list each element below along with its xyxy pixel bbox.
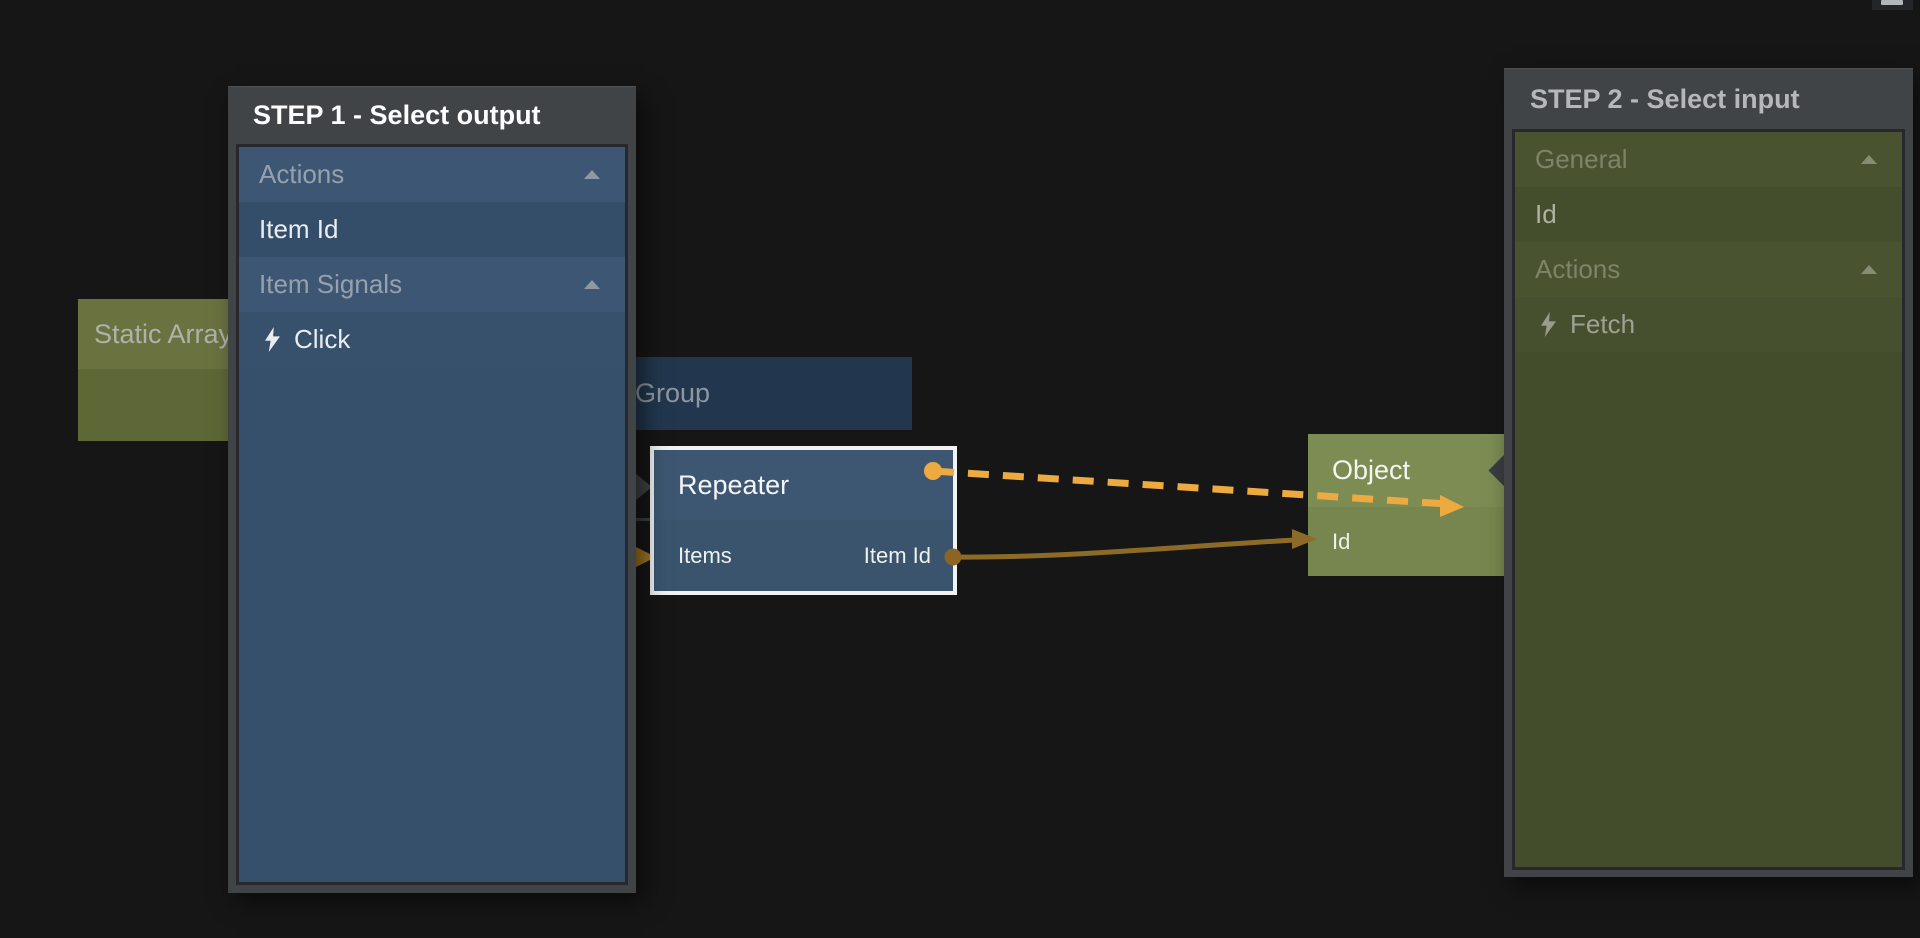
lightning-icon — [1541, 312, 1556, 337]
step1-row-item-id[interactable]: Item Id — [239, 202, 625, 257]
step2-panel-body: General Id Actions Fetch — [1512, 129, 1905, 870]
step1-panel-title: STEP 1 - Select output — [253, 100, 541, 130]
repeater-items-input-label: Items — [678, 542, 732, 568]
lightning-icon — [265, 327, 280, 352]
step2-row-general[interactable]: General — [1515, 132, 1902, 187]
node-title: Repeater — [678, 469, 790, 500]
canvas-scroll-handle[interactable] — [1872, 0, 1913, 10]
node-static-array[interactable]: Static Array — [78, 299, 248, 441]
node-title: Group — [635, 378, 711, 408]
node-group[interactable]: Group — [600, 357, 912, 430]
step1-select-output-panel: STEP 1 - Select output Actions Item Id I… — [228, 86, 636, 893]
step2-select-input-panel: STEP 2 - Select input General Id Actions… — [1504, 68, 1913, 877]
object-id-input-label: Id — [1332, 528, 1351, 554]
step2-row-actions[interactable]: Actions — [1515, 242, 1902, 297]
step2-panel-header: STEP 2 - Select input — [1504, 69, 1913, 129]
step1-panel-header: STEP 1 - Select output — [228, 87, 636, 144]
step1-row-click[interactable]: Click — [239, 312, 625, 367]
chevron-up-icon[interactable] — [1861, 155, 1877, 164]
step1-row-item-signals[interactable]: Item Signals — [239, 257, 625, 312]
scroll-grip — [1881, 0, 1903, 5]
node-static-array-body — [78, 369, 248, 441]
node-title: Object — [1332, 455, 1411, 485]
itemid-to-id-wire — [952, 537, 1295, 560]
node-title: Static Array — [93, 318, 233, 349]
step1-panel-body: Actions Item Id Item Signals Click — [236, 144, 628, 885]
step2-row-fetch[interactable]: Fetch — [1515, 297, 1902, 352]
chevron-up-icon[interactable] — [1861, 265, 1877, 274]
chevron-up-icon[interactable] — [584, 170, 600, 179]
repeater-itemid-output-label: Item Id — [863, 542, 931, 568]
node-object[interactable]: Object Id — [1308, 434, 1505, 576]
node-repeater[interactable]: Repeater Items Item Id — [650, 446, 957, 595]
hidden-wire-stub — [636, 518, 651, 521]
chevron-up-icon[interactable] — [584, 280, 600, 289]
step2-row-id[interactable]: Id — [1515, 187, 1902, 242]
step1-row-actions[interactable]: Actions — [239, 147, 625, 202]
step2-panel-title: STEP 2 - Select input — [1530, 83, 1800, 114]
